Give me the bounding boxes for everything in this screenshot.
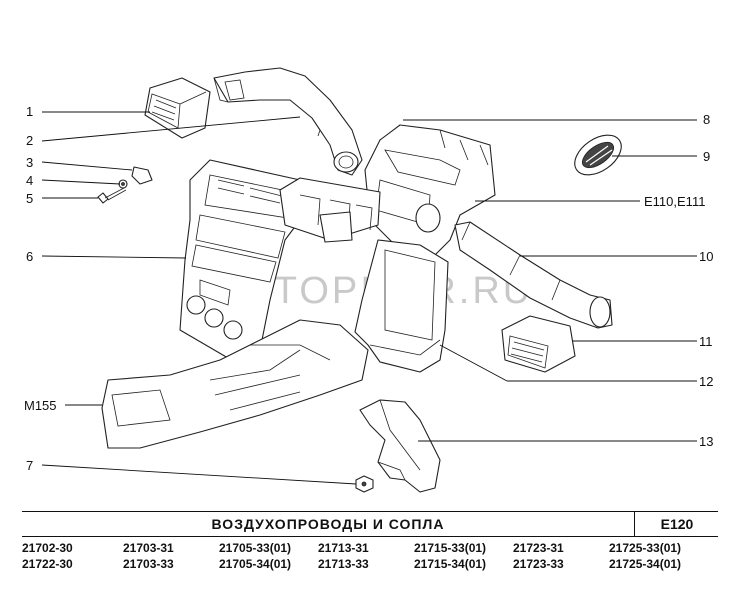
callout-8: 8 [703, 112, 710, 127]
callout-e110-e111: E110,E111 [644, 194, 705, 209]
model-list: 21702-30 21703-31 21705-33(01) 21713-31 … [22, 541, 722, 573]
callout-9: 9 [703, 149, 710, 164]
model-code: 21722-30 [22, 557, 73, 571]
part-12-vertical-duct [354, 239, 449, 373]
part-13-lower-duct [359, 399, 441, 493]
part-11-side-vent [501, 315, 576, 373]
callout-12: 12 [699, 374, 713, 389]
callout-1: 1 [26, 104, 33, 119]
callout-10: 10 [699, 249, 713, 264]
part-4-nut [118, 179, 128, 189]
model-code: 21713-33 [318, 557, 369, 571]
callout-3: 3 [26, 155, 33, 170]
model-row: 21702-30 21703-31 21705-33(01) 21713-31 … [22, 541, 722, 557]
part-5-screw [97, 187, 127, 204]
part-2-curved-duct [213, 67, 363, 176]
model-code: 21723-31 [513, 541, 564, 555]
model-code: 21705-33(01) [219, 541, 292, 555]
diagram-title: ВОЗДУХОПРОВОДЫ И СОПЛА [211, 516, 445, 532]
part-7-nut [355, 475, 374, 493]
model-code: 21713-31 [318, 541, 369, 555]
callout-7: 7 [26, 458, 33, 473]
model-code: 21725-34(01) [609, 557, 682, 571]
title-bar: ВОЗДУХОПРОВОДЫ И СОПЛА E120 [22, 511, 718, 537]
model-code: 21725-33(01) [609, 541, 682, 555]
callout-m155: M155 [24, 398, 57, 413]
callout-11: 11 [699, 334, 713, 349]
part-1-vent-nozzle [144, 77, 211, 139]
part-9-round-vent [574, 134, 622, 176]
parts-diagram: AUTOPITER.RU [24, 67, 713, 493]
model-code: 21702-30 [22, 541, 73, 555]
part-6-center-console-panel [179, 159, 301, 366]
leader-lines [41, 111, 697, 485]
center-vent-blocks [279, 177, 381, 243]
part-10-side-duct [454, 221, 613, 329]
model-code: 21705-34(01) [219, 557, 292, 571]
model-row: 21722-30 21703-33 21705-34(01) 21713-33 … [22, 557, 722, 573]
part-3-clip [131, 166, 153, 185]
model-code: 21715-33(01) [414, 541, 487, 555]
diagram-code: E120 [634, 512, 719, 536]
callout-4: 4 [26, 173, 33, 188]
model-code: 21715-34(01) [414, 557, 487, 571]
callout-6: 6 [26, 249, 33, 264]
model-code: 21703-31 [123, 541, 174, 555]
callout-5: 5 [26, 191, 33, 206]
floor-console-m155 [101, 319, 369, 449]
model-code: 21703-33 [123, 557, 174, 571]
model-code: 21723-33 [513, 557, 564, 571]
callout-13: 13 [699, 434, 713, 449]
callout-2: 2 [26, 133, 33, 148]
